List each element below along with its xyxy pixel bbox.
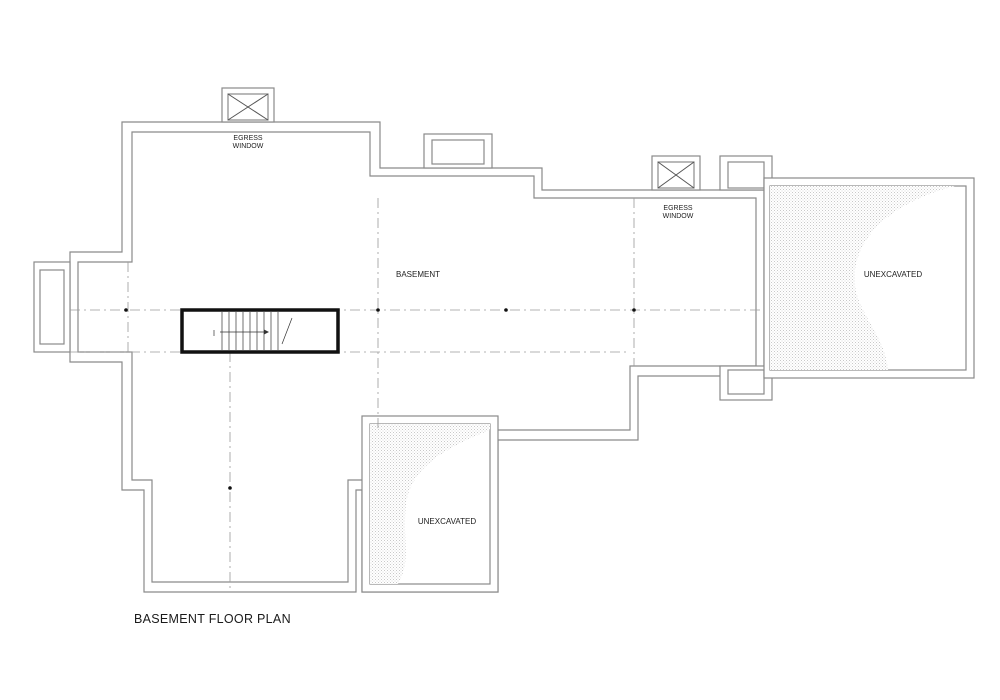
stair-break-line <box>281 317 293 345</box>
column-dot-2 <box>376 308 380 312</box>
unexcavated-bottom-label: UNEXCAVATED <box>418 517 476 526</box>
column-dot-3 <box>504 308 508 312</box>
egress-window-top-label-1: EGRESS <box>233 135 263 142</box>
egress-well-top-cross-b <box>227 93 269 121</box>
drawing-title: BASEMENT FLOOR PLAN <box>134 612 291 626</box>
window-well-bottom-right-inner <box>727 369 765 395</box>
unexcavated-right-hatch <box>770 186 955 370</box>
egress-window-right-label-1: EGRESS <box>663 205 693 212</box>
stair-arrow-head <box>264 329 269 335</box>
egress-window-top-label-2: WINDOW <box>233 143 264 150</box>
basement-label: BASEMENT <box>396 270 440 279</box>
stair-enclosure <box>180 308 340 354</box>
window-well-top-mid-inner <box>431 139 485 165</box>
unexcavated-right-label: UNEXCAVATED <box>864 270 922 279</box>
column-dot-1 <box>124 308 128 312</box>
window-well-top-right-inner <box>727 161 765 189</box>
column-dot-4 <box>632 308 636 312</box>
stair <box>180 308 340 354</box>
egress-well-right-cross-b <box>657 161 695 189</box>
column-dot-5 <box>228 486 232 490</box>
unexcavated-bottom-hatch <box>370 424 490 584</box>
egress-window-right-label-2: WINDOW <box>663 213 694 220</box>
left-bumpout-inner <box>39 269 65 345</box>
